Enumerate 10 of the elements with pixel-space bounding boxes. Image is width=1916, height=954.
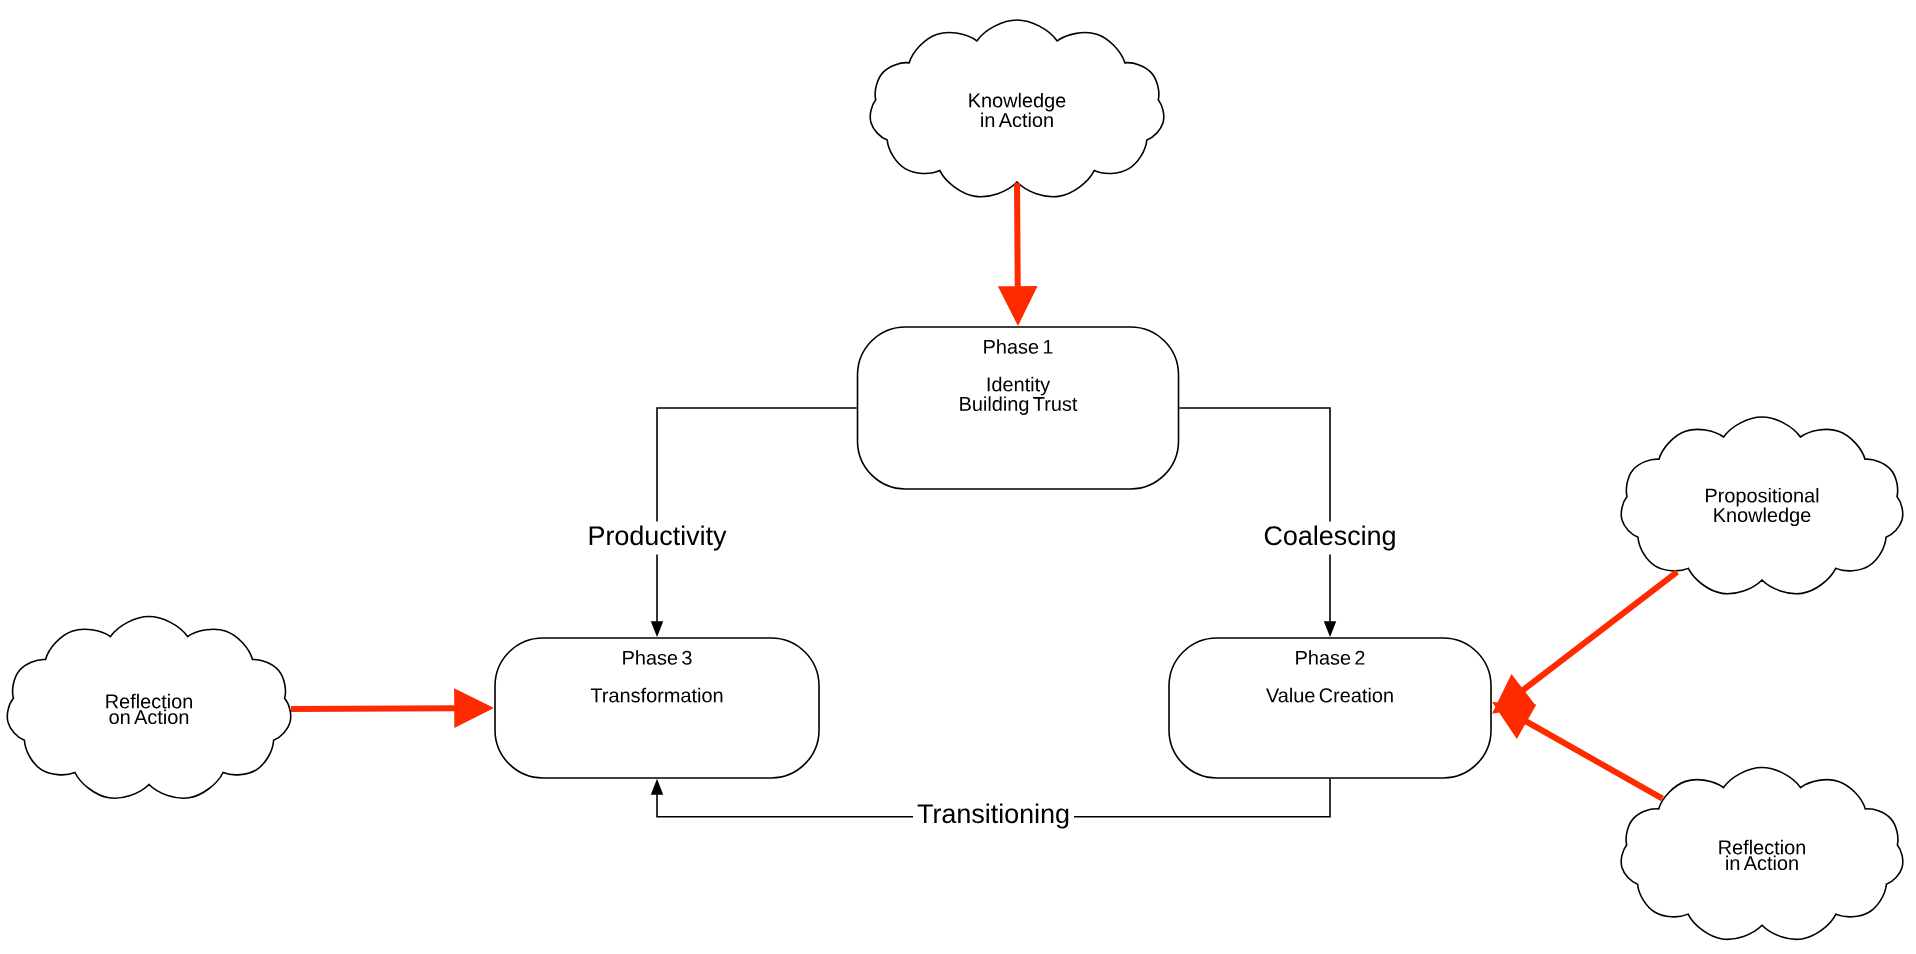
thought-cloud: Knowledge in Action: [869, 19, 1165, 198]
edge-label: Transitioning: [913, 799, 1074, 833]
edge-label: Productivity: [583, 521, 731, 555]
thought-cloud: Reflection in Action: [1620, 766, 1904, 941]
edge-label: Coalescing: [1259, 521, 1401, 555]
thought-cloud: Propositional Knowledge: [1620, 416, 1904, 595]
phase-box: Phase 1 Identity Building Trust: [856, 326, 1180, 490]
phase-box: Phase 2 Value Creation: [1168, 637, 1492, 779]
thought-cloud: Reflection on Action: [6, 615, 292, 799]
phase-box: Phase 3 Transformation: [494, 637, 820, 779]
